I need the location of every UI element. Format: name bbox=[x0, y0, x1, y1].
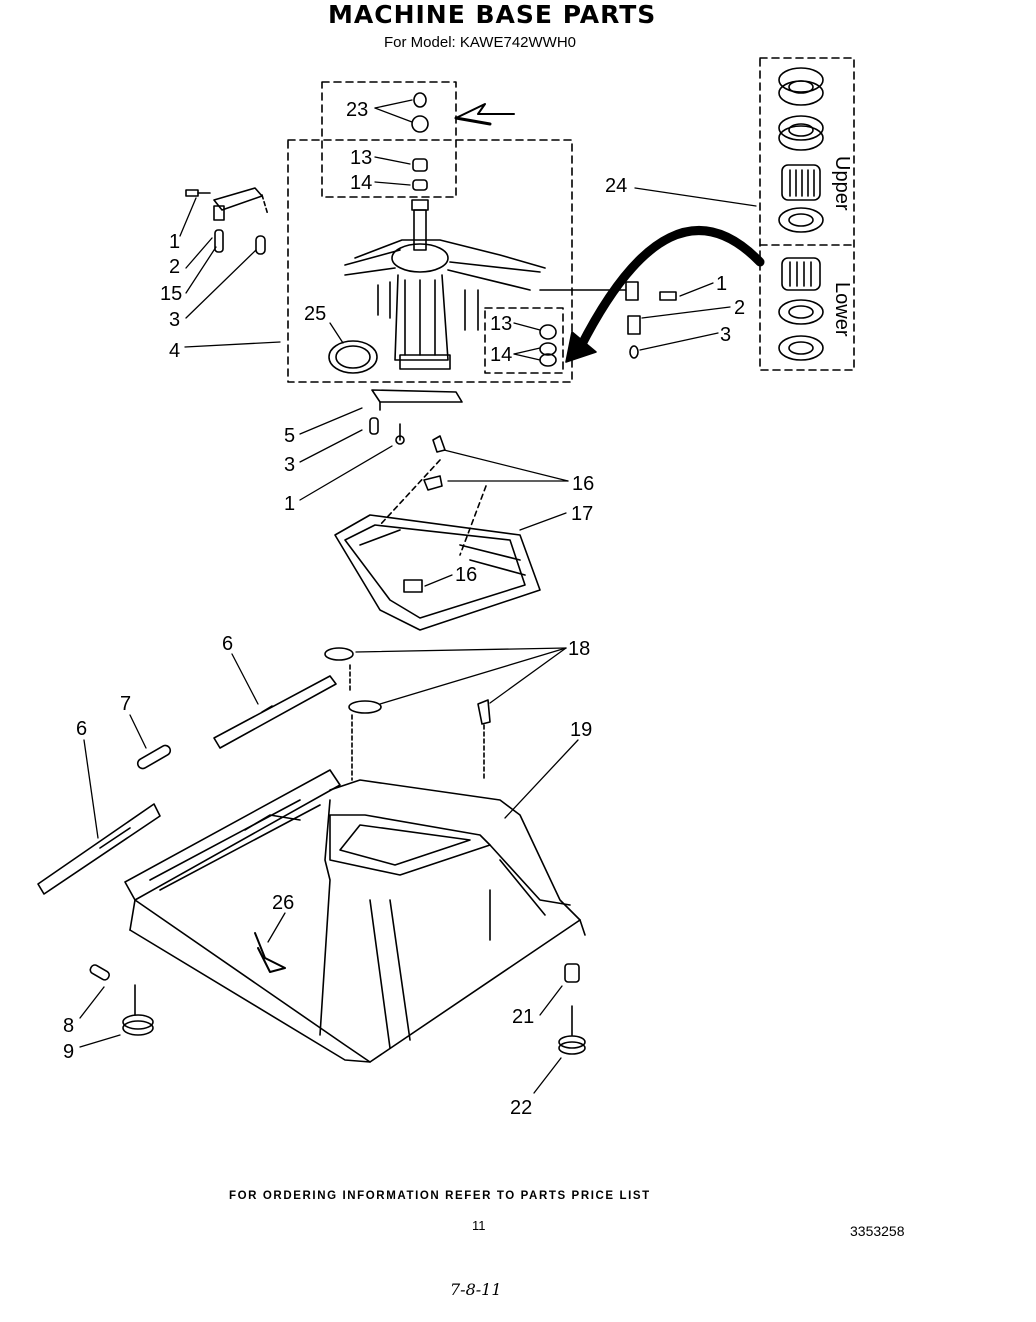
callout-1-right: 1 bbox=[716, 273, 727, 295]
callout-4: 4 bbox=[169, 340, 180, 362]
callout-9: 9 bbox=[63, 1041, 74, 1063]
cradle-17 bbox=[334, 435, 541, 631]
transmission-box bbox=[287, 139, 573, 383]
page-number: 11 bbox=[472, 1218, 486, 1233]
brace-6-lower bbox=[37, 803, 161, 895]
left-bracket-parts bbox=[185, 187, 269, 255]
callout-26: 26 bbox=[272, 892, 294, 914]
callout-2: 2 bbox=[169, 256, 180, 278]
foot-right bbox=[558, 963, 586, 1055]
leader-lines bbox=[79, 99, 757, 1094]
brace-6-upper bbox=[213, 675, 337, 749]
foot-left bbox=[89, 964, 154, 1036]
callout-13-lower: 13 bbox=[490, 313, 512, 335]
transmission-assembly bbox=[344, 92, 626, 370]
callout-6: 6 bbox=[222, 633, 233, 655]
page-title: MACHINE BASE PARTS bbox=[328, 0, 657, 29]
bracket-5-assembly bbox=[369, 389, 463, 445]
group-boxes bbox=[287, 57, 855, 383]
lower-label: Lower bbox=[831, 282, 853, 337]
pads-18 bbox=[324, 647, 491, 781]
callout-3-mid: 3 bbox=[284, 454, 295, 476]
callout-17: 17 bbox=[571, 503, 593, 525]
ordering-info-footer: FOR ORDERING INFORMATION REFER TO PARTS … bbox=[229, 1190, 651, 1202]
callout-2-right: 2 bbox=[734, 297, 745, 319]
callout-3-right: 3 bbox=[720, 324, 731, 346]
callout-8: 8 bbox=[63, 1015, 74, 1037]
callout-18: 18 bbox=[568, 638, 590, 660]
callout-23: 23 bbox=[346, 99, 368, 121]
callout-6-lower: 6 bbox=[76, 718, 87, 740]
callout-5: 5 bbox=[284, 425, 295, 447]
upper-bearing-set bbox=[778, 67, 824, 233]
callout-13: 13 bbox=[350, 147, 372, 169]
callout-16-lower: 16 bbox=[455, 564, 477, 586]
callout-1: 1 bbox=[169, 231, 180, 253]
callout-16: 16 bbox=[572, 473, 594, 495]
callout-19: 19 bbox=[570, 719, 592, 741]
callout-22: 22 bbox=[510, 1097, 532, 1119]
document-number: 3353258 bbox=[850, 1223, 905, 1239]
model-subtitle: For Model: KAWE742WWH0 bbox=[384, 34, 576, 51]
lower-bearing-set bbox=[778, 257, 824, 361]
inset-pointer-arrow bbox=[454, 103, 765, 363]
callout-3: 3 bbox=[169, 309, 180, 331]
handwritten-note: 7-8-11 bbox=[450, 1280, 502, 1299]
seal-25 bbox=[328, 340, 378, 374]
callout-21: 21 bbox=[512, 1006, 534, 1028]
upper-label: Upper bbox=[831, 156, 853, 211]
lower-bearing-box bbox=[484, 307, 564, 374]
machine-base-19 bbox=[124, 769, 586, 1063]
spring-7 bbox=[136, 744, 172, 770]
callout-14-lower: 14 bbox=[490, 344, 512, 366]
callout-24: 24 bbox=[605, 175, 627, 197]
callout-numbers: 23 13 14 24 1 2 15 3 4 25 13 14 1 2 3 5 … bbox=[63, 99, 745, 1119]
right-bracket-parts bbox=[625, 281, 677, 359]
lower-bearing-parts bbox=[539, 324, 557, 367]
callout-14: 14 bbox=[350, 172, 372, 194]
callout-25: 25 bbox=[304, 303, 326, 325]
callout-7: 7 bbox=[120, 693, 131, 715]
callout-1-mid: 1 bbox=[284, 493, 295, 515]
callout-15: 15 bbox=[160, 283, 182, 305]
